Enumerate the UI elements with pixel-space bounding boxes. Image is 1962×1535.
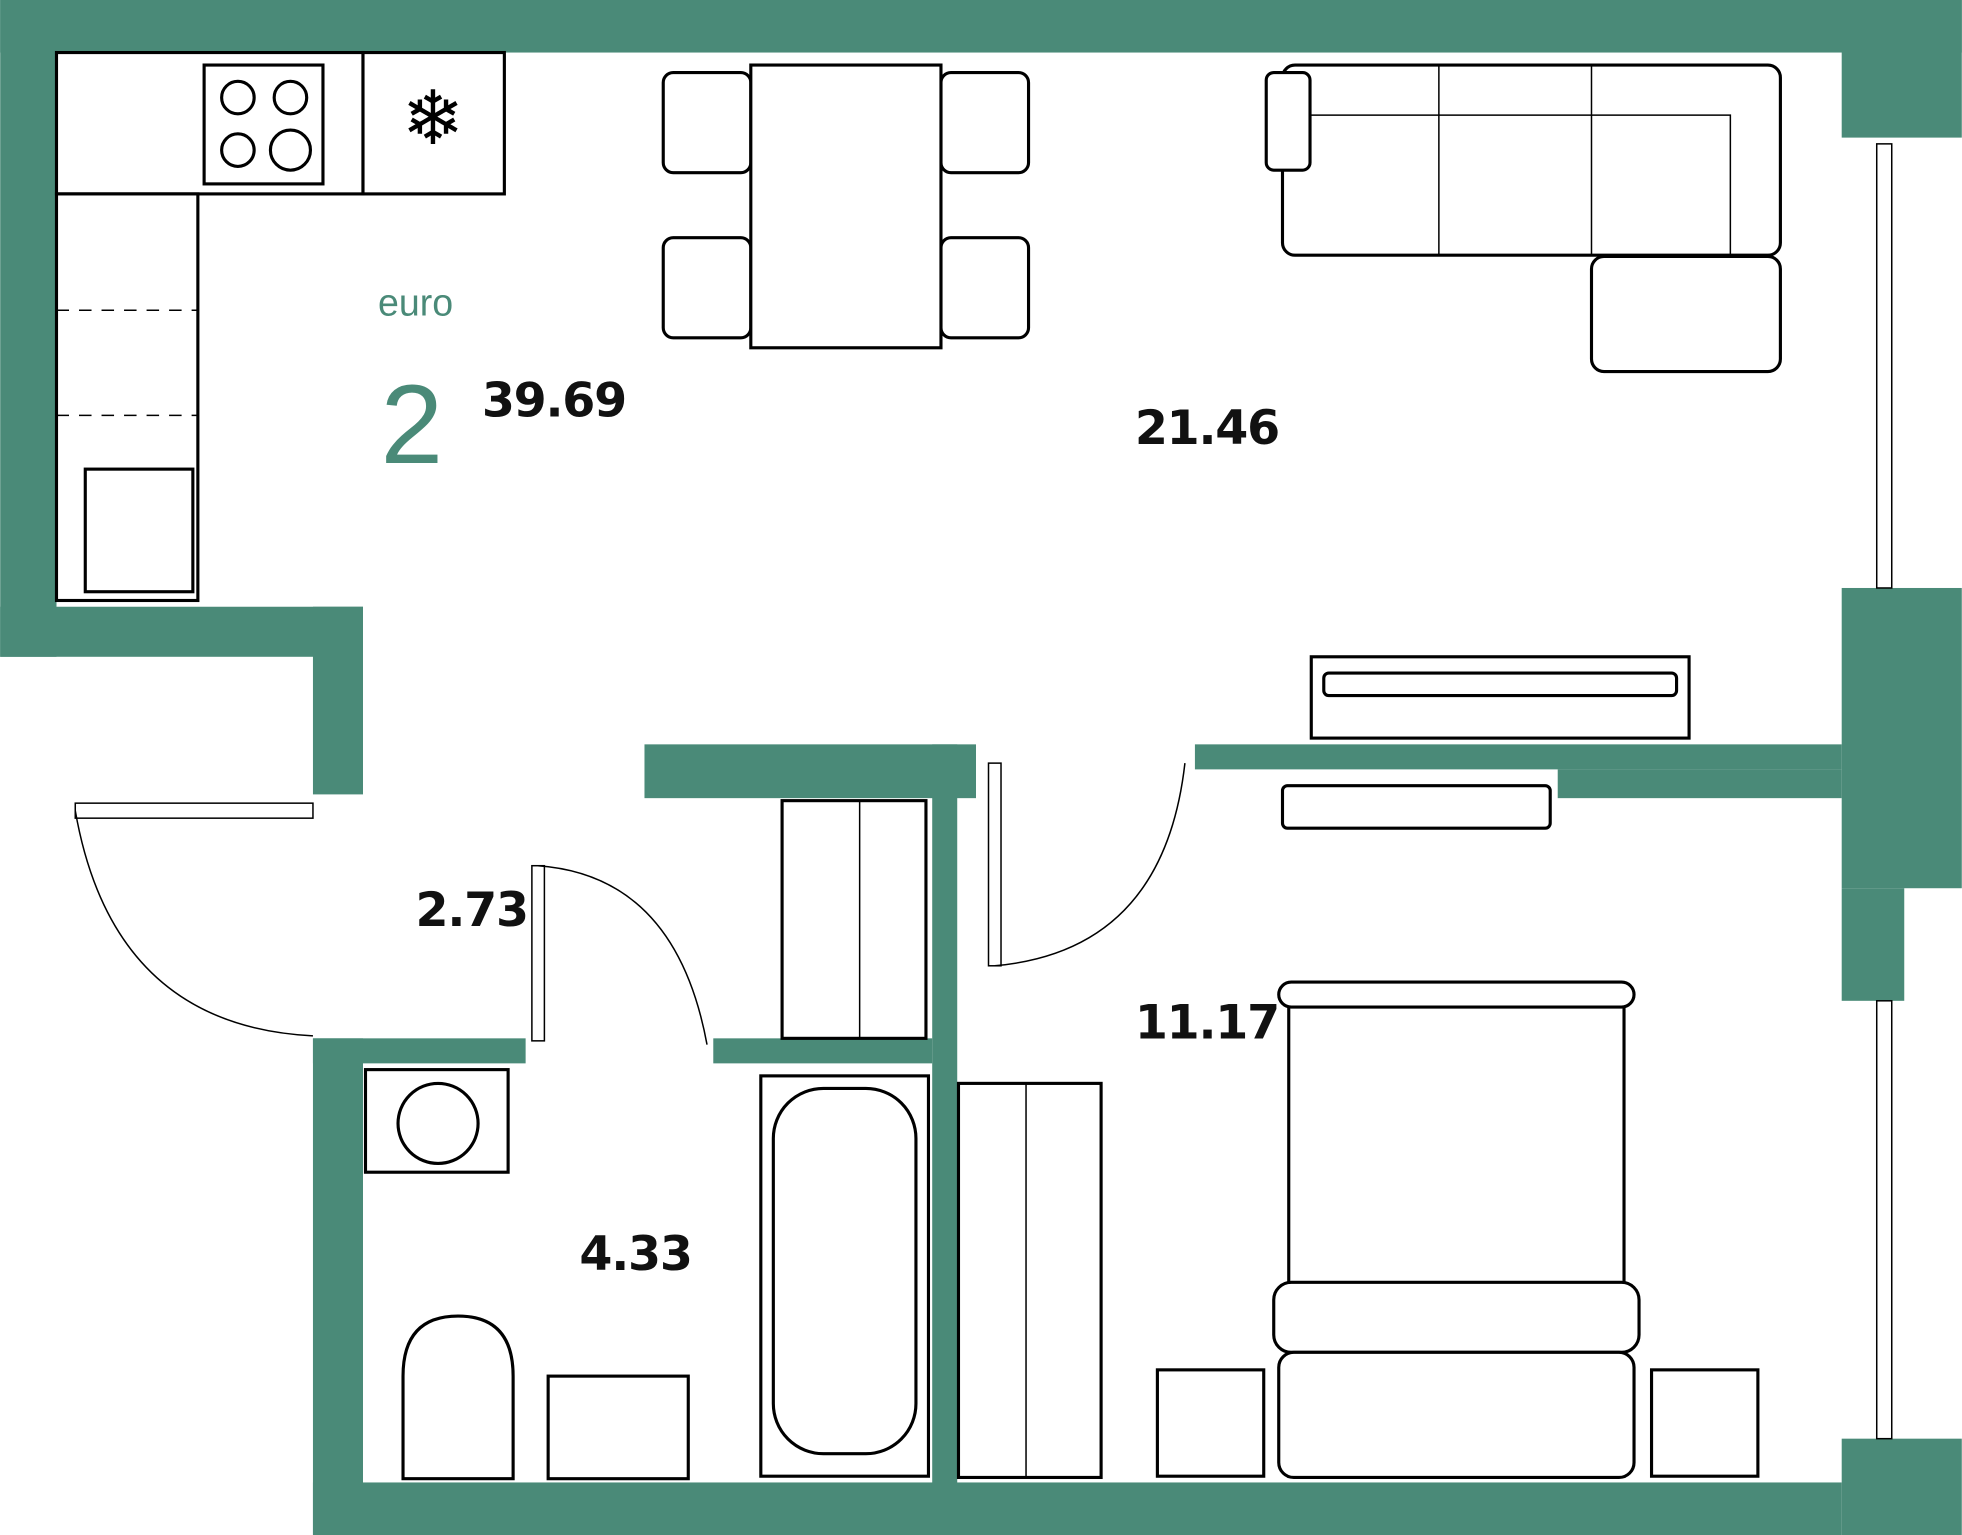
bathroom-fixtures [363,1068,931,1481]
room-area-living-kitchen: 21.46 [1135,401,1279,456]
apartment-type-label: euro [378,281,453,323]
windows [1875,143,1893,1440]
labels: euro 2 39.69 21.46 2.73 11.17 4.33 [378,281,1280,1282]
doors [74,762,1186,1045]
total-area: 39.69 [482,374,626,429]
bed [1155,980,1760,1480]
tv-stand [1280,655,1691,830]
sofa [1264,63,1782,374]
room-area-hallway: 2.73 [416,883,528,938]
dining-table [661,63,1031,350]
snowflake-icon: ❄ [402,74,465,162]
rooms-count: 2 [381,361,444,487]
wardrobes [780,799,1103,1480]
room-area-bathroom: 4.33 [579,1227,691,1282]
room-area-bedroom: 11.17 [1135,995,1279,1050]
kitchen-furniture: ❄ [54,50,506,603]
